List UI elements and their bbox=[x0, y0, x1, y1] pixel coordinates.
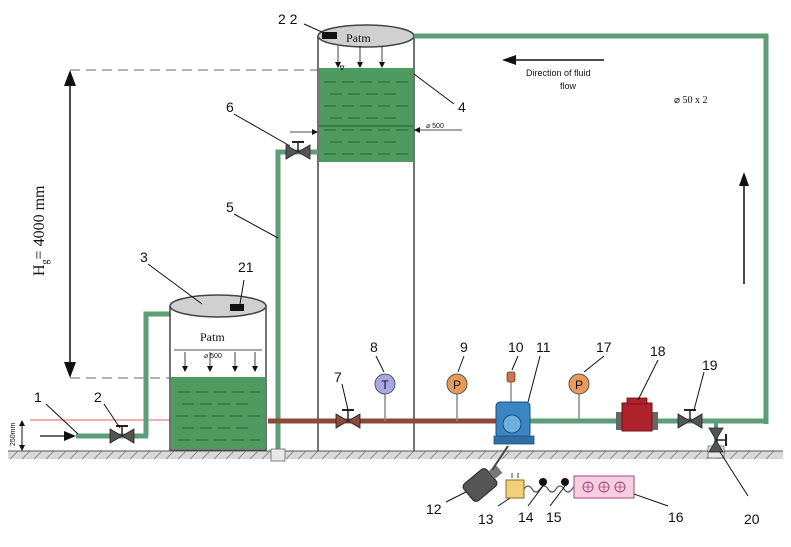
number-17: 17 bbox=[596, 339, 612, 355]
flow-direction-label-2: flow bbox=[560, 81, 577, 91]
pump-11 bbox=[493, 371, 535, 445]
valve-20 bbox=[708, 427, 727, 453]
lower-tank-diameter: ⌀ 500 bbox=[204, 353, 222, 360]
pipe-spec-label: ⌀ 50 x 2 bbox=[674, 95, 708, 106]
number-16: 16 bbox=[668, 509, 684, 525]
sensor-22-block bbox=[322, 32, 337, 39]
height-label: Hg= 4000 mm bbox=[31, 185, 51, 276]
cable-14-15 bbox=[523, 478, 581, 493]
component-numbers: 1 2 3 4 5 6 7 8 9 10 11 12 13 14 15 16 1… bbox=[34, 11, 760, 527]
number-18: 18 bbox=[650, 343, 666, 359]
lower-tank-patm: Patm bbox=[200, 330, 225, 344]
control-panel-16 bbox=[573, 475, 635, 499]
valve-19 bbox=[677, 409, 703, 429]
motor-12 bbox=[462, 445, 509, 502]
number-20: 20 bbox=[744, 511, 760, 527]
pressure-gauge-17-symbol: P bbox=[575, 378, 583, 392]
number-5: 5 bbox=[226, 199, 234, 215]
valve-7 bbox=[335, 409, 361, 429]
pressure-gauge-9-symbol: P bbox=[453, 378, 461, 392]
number-3: 3 bbox=[140, 249, 148, 265]
base-height-label: 250mm bbox=[10, 422, 17, 446]
number-12: 12 bbox=[426, 501, 442, 517]
number-14: 14 bbox=[518, 509, 534, 525]
thermometer-symbol: T bbox=[381, 378, 389, 392]
pressure-gauge-17: P bbox=[568, 373, 590, 421]
number-19: 19 bbox=[702, 357, 718, 373]
drive-13 bbox=[505, 473, 525, 499]
number-9: 9 bbox=[460, 339, 468, 355]
upper-tank: Patm ⌀ 500 bbox=[290, 24, 462, 451]
overflow-pipe bbox=[270, 149, 318, 462]
number-1: 1 bbox=[34, 389, 42, 405]
number-21: 21 bbox=[238, 259, 254, 275]
sensor-10 bbox=[506, 371, 516, 383]
number-11: 11 bbox=[536, 339, 551, 355]
number-7: 7 bbox=[334, 369, 342, 385]
lower-tank: Patm ⌀ 500 bbox=[169, 294, 267, 451]
number-4: 4 bbox=[458, 99, 466, 115]
number-8: 8 bbox=[370, 339, 378, 355]
leader-lines bbox=[45, 23, 749, 507]
flow-meter-18 bbox=[616, 397, 658, 432]
number-6: 6 bbox=[226, 99, 234, 115]
number-15: 15 bbox=[546, 509, 562, 525]
sensor-21-block bbox=[230, 304, 244, 311]
number-13: 13 bbox=[478, 511, 494, 527]
number-10: 10 bbox=[508, 339, 524, 355]
upper-tank-patm: Patm bbox=[346, 31, 371, 45]
valve-2 bbox=[109, 425, 135, 444]
valve-6 bbox=[285, 141, 311, 160]
height-dimension: Hg= 4000 mm bbox=[31, 69, 318, 379]
flow-direction-label: Direction of fluid bbox=[526, 68, 591, 78]
pressure-gauge-9: P bbox=[446, 373, 468, 421]
ground bbox=[8, 450, 783, 460]
flow-direction-arrows: Direction of fluid flow ⌀ 50 x 2 bbox=[502, 55, 749, 284]
number-22: 2 2 bbox=[278, 11, 298, 27]
upper-tank-diameter: ⌀ 500 bbox=[426, 123, 444, 130]
number-2: 2 bbox=[94, 389, 102, 405]
thermometer-8: T bbox=[374, 373, 396, 421]
